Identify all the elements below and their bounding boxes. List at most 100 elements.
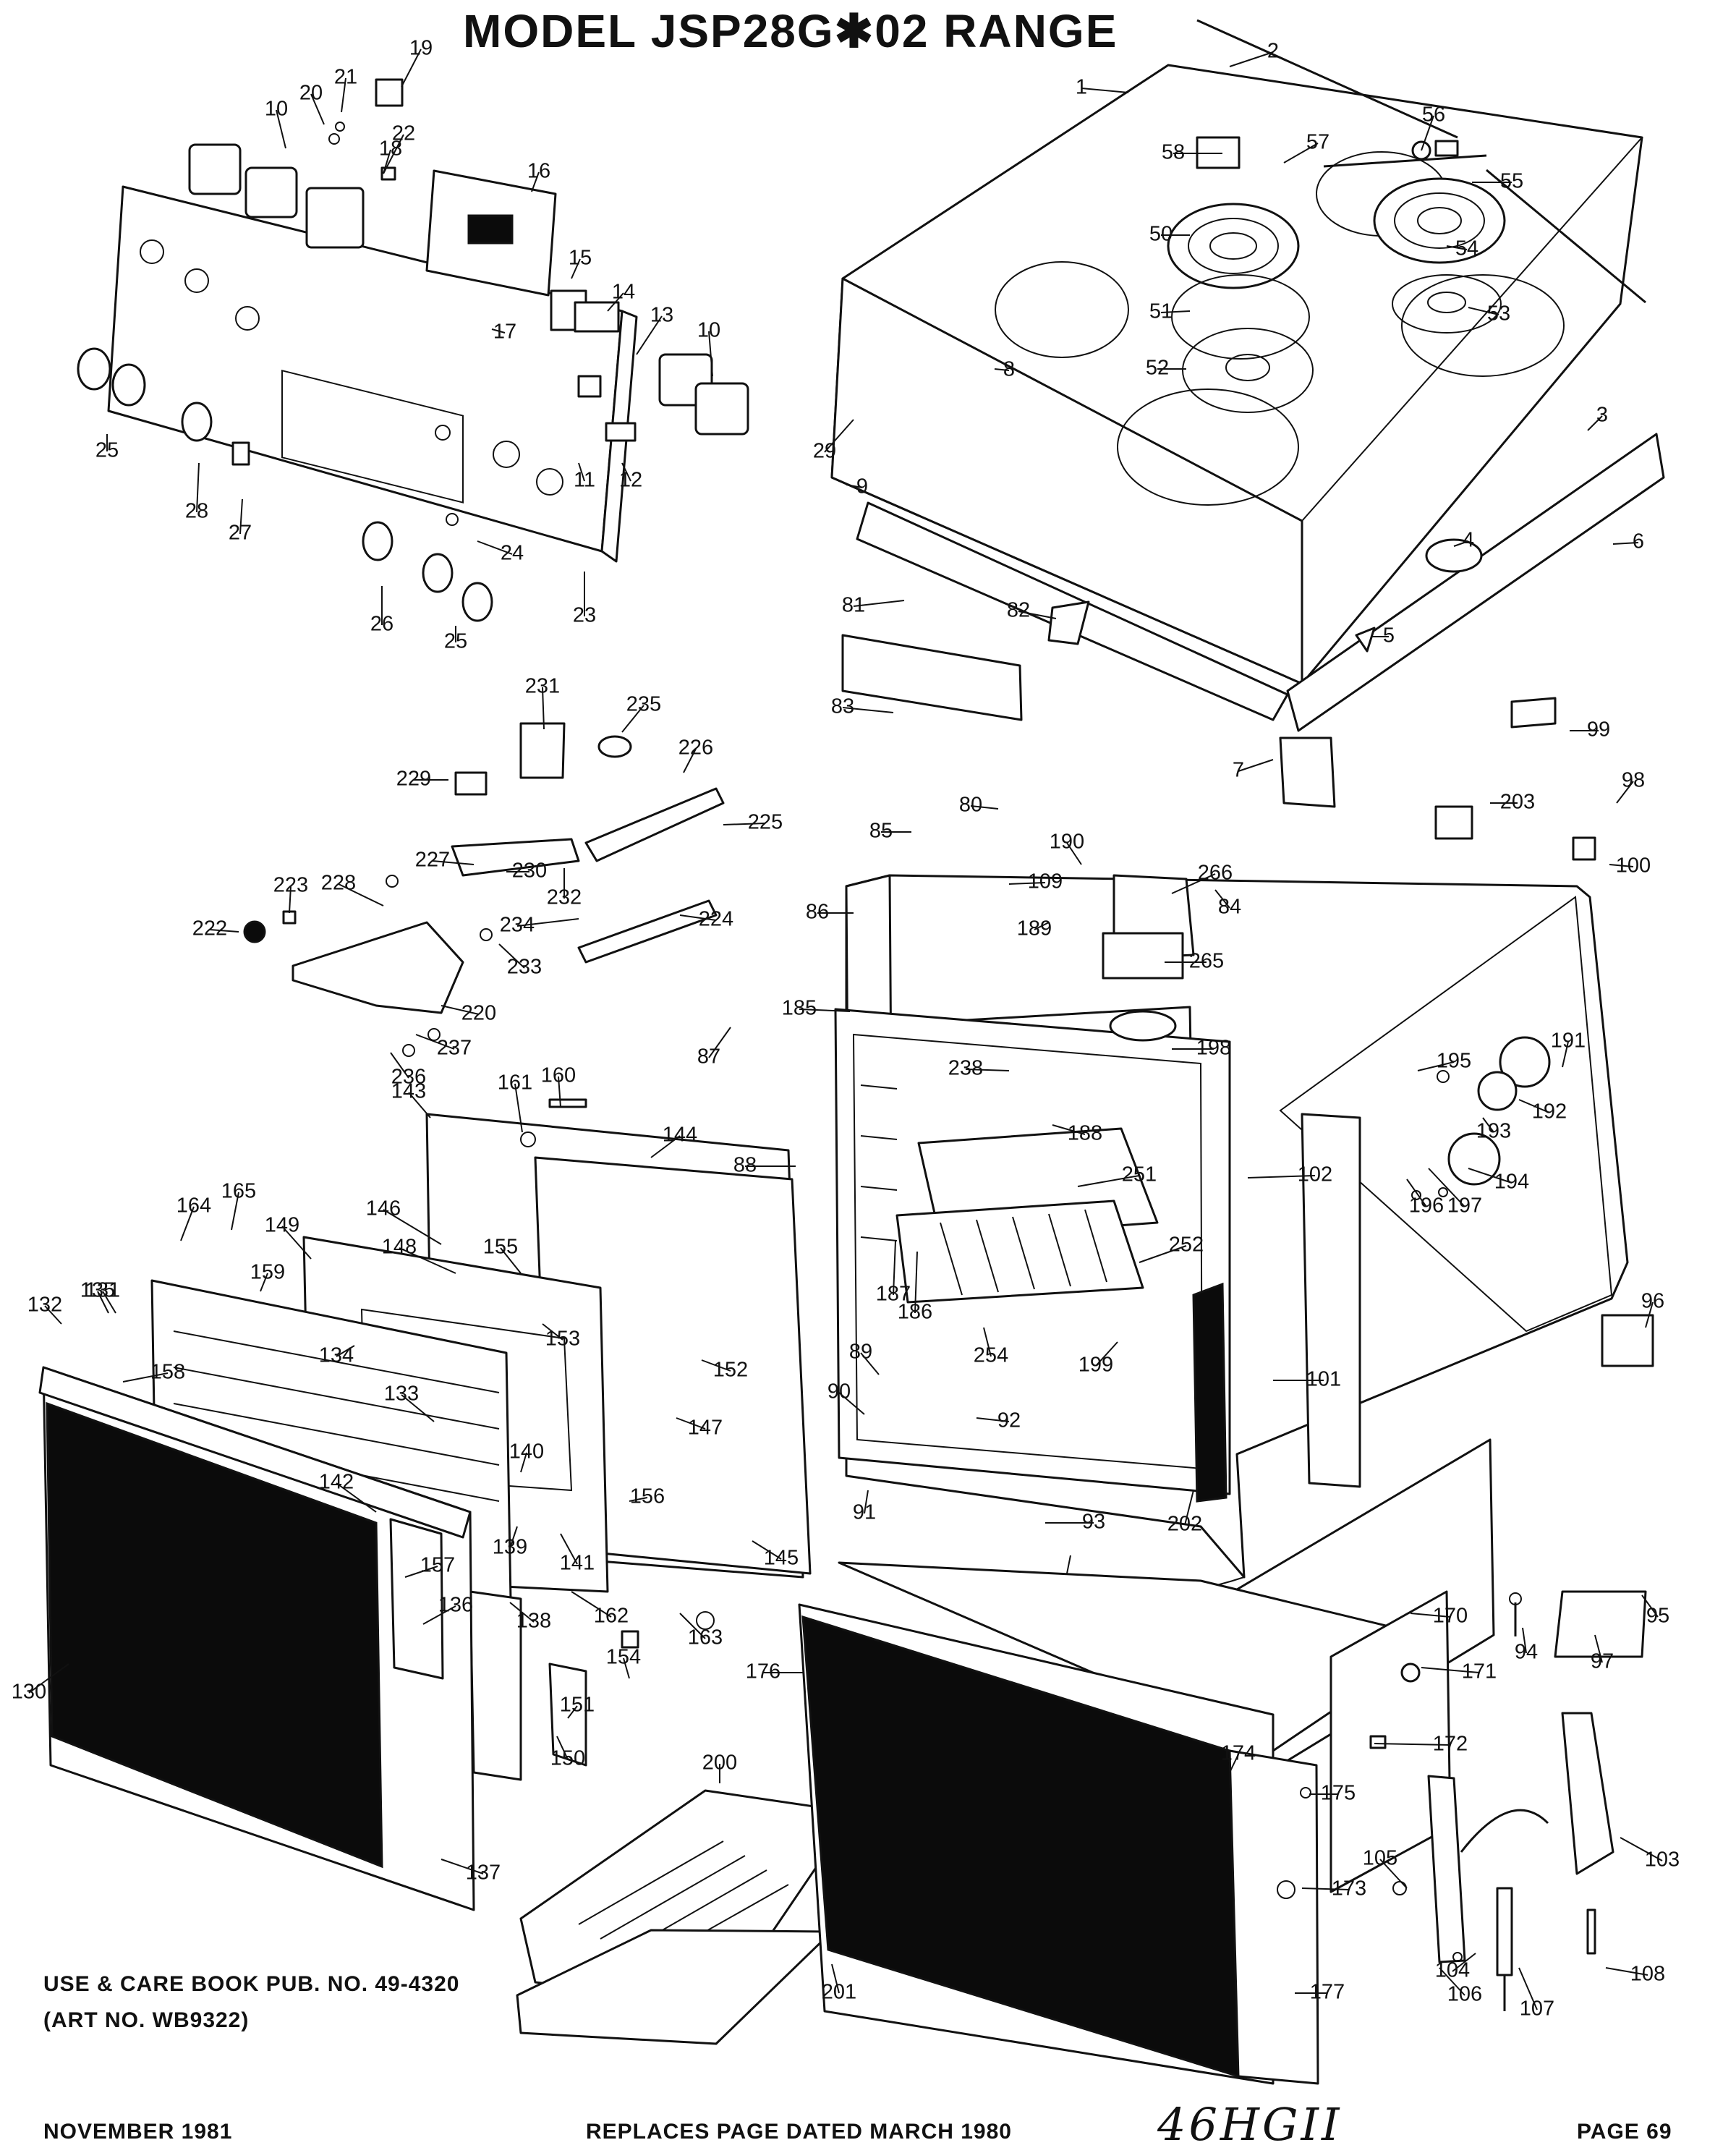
control-knobs bbox=[77, 347, 493, 622]
footer-page-number: PAGE 69 bbox=[1577, 2120, 1672, 2144]
leader-washer-237 bbox=[415, 1034, 455, 1050]
leader-socket-191 bbox=[1562, 1041, 1569, 1068]
leader-latch-133 bbox=[401, 1394, 435, 1422]
callout-screw-163: 163 bbox=[688, 1626, 723, 1649]
callout-knobs-25-bottom: 25 bbox=[444, 630, 467, 653]
callout-clip-3: 3 bbox=[1596, 404, 1608, 427]
callout-screw-186: 186 bbox=[898, 1301, 932, 1324]
callout-panel-98: 98 bbox=[1622, 769, 1645, 792]
callout-rod-165: 165 bbox=[221, 1180, 256, 1203]
callout-bracket-159: 159 bbox=[250, 1261, 285, 1284]
callout-hinge-150: 150 bbox=[550, 1747, 585, 1770]
leader-switch-10-right bbox=[708, 331, 713, 377]
leader-latch-90 bbox=[838, 1392, 865, 1415]
callout-knob-28: 28 bbox=[185, 500, 208, 523]
callout-element-50: 50 bbox=[1149, 223, 1173, 246]
leader-bracket-227 bbox=[432, 860, 475, 865]
callout-cap-56: 56 bbox=[1422, 103, 1445, 127]
leader-screw-24 bbox=[477, 540, 513, 555]
leader-hinge-150 bbox=[556, 1736, 569, 1760]
callout-terminal-99: 99 bbox=[1587, 718, 1610, 742]
callout-liner-145: 145 bbox=[764, 1547, 799, 1570]
callout-roller-171: 171 bbox=[1462, 1660, 1497, 1683]
callout-element-54: 54 bbox=[1455, 237, 1478, 260]
callout-leveler-94: 94 bbox=[1515, 1641, 1538, 1664]
leader-leveler-94 bbox=[1522, 1627, 1527, 1654]
callout-panel-149: 149 bbox=[265, 1214, 299, 1237]
leader-spacer-27 bbox=[239, 498, 243, 535]
callout-switch-203: 203 bbox=[1500, 791, 1535, 814]
callout-clip-18: 18 bbox=[379, 137, 402, 161]
leader-screw-228 bbox=[338, 883, 384, 906]
leader-spring-107 bbox=[1518, 1967, 1538, 2010]
vent-shields bbox=[841, 433, 1665, 808]
leader-cooktop bbox=[1081, 88, 1129, 93]
callout-spring-107: 107 bbox=[1520, 1997, 1554, 2021]
leader-switch-10-left bbox=[276, 109, 286, 149]
callout-hinge-106: 106 bbox=[1447, 1983, 1482, 2006]
callout-fan-198: 198 bbox=[1196, 1037, 1231, 1060]
leader-relay-266 bbox=[1171, 873, 1216, 894]
callout-screw-104: 104 bbox=[1435, 1959, 1470, 1982]
callout-bracket-162: 162 bbox=[594, 1605, 629, 1628]
art-number-note: (ART NO. WB9322) bbox=[43, 2008, 250, 2032]
leader-cap-235 bbox=[621, 705, 644, 733]
callout-liner-134: 134 bbox=[319, 1344, 354, 1367]
leader-rack-224 bbox=[679, 914, 717, 921]
leader-bracket-190 bbox=[1066, 842, 1082, 865]
leader-clip-172 bbox=[1374, 1743, 1451, 1746]
infinite-switches bbox=[188, 78, 749, 436]
leader-duct-4 bbox=[1453, 540, 1469, 547]
page-title: MODEL JSP28G✱02 RANGE bbox=[463, 5, 1118, 57]
leader-panel-81 bbox=[853, 600, 905, 607]
leader-rack-251 bbox=[1077, 1175, 1140, 1187]
lamp-assembly bbox=[1411, 805, 1654, 1367]
leader-lock-231 bbox=[542, 687, 545, 730]
callout-gasket-152: 152 bbox=[713, 1359, 748, 1382]
leader-nut-20 bbox=[310, 93, 325, 125]
callout-bracket-93: 93 bbox=[1082, 1511, 1105, 1534]
callout-bracket-190: 190 bbox=[1050, 831, 1084, 854]
callout-rod-87: 87 bbox=[697, 1045, 720, 1069]
leader-screw-160 bbox=[558, 1076, 561, 1108]
callout-drawer-170: 170 bbox=[1433, 1605, 1468, 1628]
callout-clip-140: 140 bbox=[509, 1440, 544, 1464]
callout-screw-232: 232 bbox=[547, 886, 582, 909]
leader-rack-199 bbox=[1095, 1341, 1118, 1367]
callout-glass-146: 146 bbox=[366, 1197, 401, 1220]
callout-trim-132: 132 bbox=[27, 1294, 62, 1317]
callout-lock-231: 231 bbox=[525, 675, 560, 698]
leader-door-130 bbox=[28, 1663, 69, 1694]
callout-hinge-103: 103 bbox=[1645, 1848, 1680, 1872]
callout-screw-175: 175 bbox=[1321, 1782, 1356, 1805]
callout-insulation-156: 156 bbox=[630, 1485, 665, 1508]
callout-bracket-131: 131 bbox=[85, 1279, 120, 1302]
leader-support-252 bbox=[1139, 1245, 1187, 1263]
leader-rod-87 bbox=[708, 1027, 731, 1058]
callout-side-trim-6: 6 bbox=[1633, 530, 1644, 553]
callout-trim-157: 157 bbox=[420, 1554, 455, 1577]
callout-clip-100: 100 bbox=[1616, 854, 1651, 878]
callout-backsplash-23: 23 bbox=[573, 604, 596, 627]
leader-rack-254 bbox=[983, 1327, 992, 1357]
callout-clip-5: 5 bbox=[1383, 624, 1395, 647]
leader-panel-149 bbox=[281, 1226, 312, 1260]
callout-panel-88: 88 bbox=[733, 1154, 757, 1177]
callout-hinge-139: 139 bbox=[493, 1536, 527, 1559]
leader-screw-138 bbox=[509, 1602, 535, 1623]
callout-panel-137: 137 bbox=[466, 1861, 501, 1885]
leader-trim-174 bbox=[1229, 1754, 1239, 1773]
leader-trim-132 bbox=[44, 1305, 62, 1325]
callout-rack-254: 254 bbox=[974, 1344, 1008, 1367]
callout-screw-102: 102 bbox=[1298, 1163, 1332, 1186]
callout-handle-136: 136 bbox=[438, 1594, 473, 1617]
callout-clip-188: 188 bbox=[1068, 1122, 1102, 1145]
callout-screw-230: 230 bbox=[512, 859, 547, 883]
leader-screw-186 bbox=[914, 1251, 918, 1314]
leader-lever-226 bbox=[683, 748, 697, 773]
leader-clip-135 bbox=[97, 1291, 109, 1314]
callout-spacer-27: 27 bbox=[229, 522, 252, 545]
leader-sensor-238 bbox=[965, 1069, 1010, 1071]
leader-clip-155 bbox=[500, 1247, 522, 1274]
leader-cap-56 bbox=[1421, 115, 1434, 151]
